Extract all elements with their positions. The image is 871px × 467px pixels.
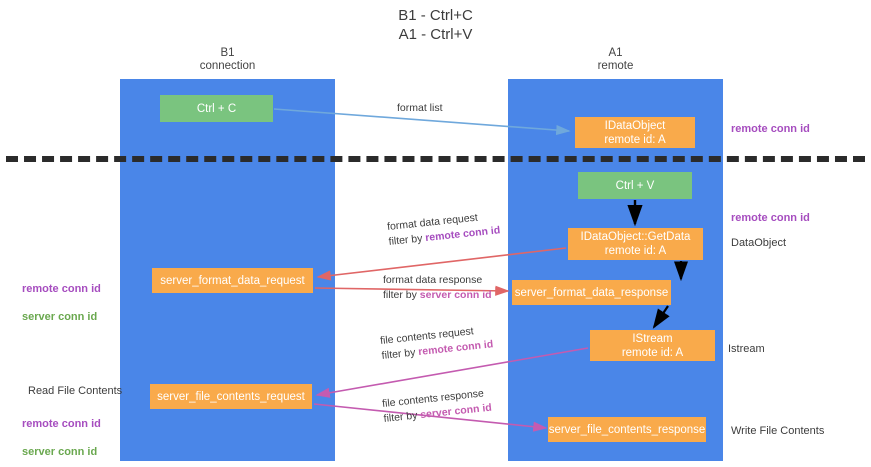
- filter-by-text: filter by: [383, 409, 421, 425]
- edge-label-line-1: format data response: [383, 274, 483, 286]
- node-server-file-contents-request[interactable]: server_file_contents_request: [150, 384, 312, 409]
- annotation-conn-ids-top: remote conn id server conn id: [22, 268, 101, 324]
- node-ctrl-c[interactable]: Ctrl + C: [160, 95, 273, 122]
- node-idataobject-getdata[interactable]: IDataObject::GetData remote id: A: [568, 228, 703, 260]
- node-server-file-contents-response[interactable]: server_file_contents_response: [548, 417, 706, 442]
- annotation-remote-conn-id-mid: remote conn id: [731, 212, 810, 224]
- annotation-remote-conn-id-left-2: remote conn id: [22, 418, 101, 430]
- page-title: B1 - Ctrl+C A1 - Ctrl+V: [398, 7, 473, 43]
- annotation-conn-ids-bottom: remote conn id server conn id: [22, 403, 101, 459]
- node-server-format-data-request[interactable]: server_format_data_request: [152, 268, 313, 293]
- annotation-remote-conn-id-left: remote conn id: [22, 283, 101, 295]
- edge-label-format-list: format list: [397, 102, 443, 114]
- annotation-write-file-contents: Write File Contents: [731, 425, 825, 437]
- annotation-server-conn-id-left: server conn id: [22, 311, 98, 323]
- filter-by-text: filter by: [383, 289, 420, 301]
- node-ctrl-v[interactable]: Ctrl + V: [578, 172, 692, 199]
- annotation-istream: Istream: [728, 343, 765, 355]
- node-istream[interactable]: IStream remote id: A: [590, 330, 715, 361]
- edge-format-data-response: [314, 285, 510, 296]
- edge-format-data-request: [316, 247, 567, 281]
- annotation-read-file-contents: Read File Contents: [28, 385, 123, 397]
- filter-by-text: filter by: [381, 346, 419, 362]
- edge-file-contents-request: [315, 347, 589, 398]
- annotation-server-conn-id-left-2: server conn id: [22, 446, 98, 458]
- edge-label-line-2: filter by server conn id: [383, 288, 492, 303]
- annotation-remote-conn-id-top: remote conn id: [731, 123, 810, 135]
- server-conn-id-text: server conn id: [419, 289, 492, 301]
- section-divider: [6, 156, 865, 162]
- edge-label-format-data-response: format data response filter by server co…: [383, 273, 492, 303]
- edge-format-response-to-istream: [652, 305, 670, 329]
- edge-format-list: [273, 108, 571, 136]
- annotation-dataobject: DataObject: [731, 237, 787, 249]
- node-server-format-data-response[interactable]: server_format_data_response: [512, 280, 671, 305]
- node-idataobject[interactable]: IDataObject remote id: A: [575, 117, 695, 148]
- lane-header-b1: B1 connection: [199, 47, 256, 72]
- edge-file-contents-response: [313, 403, 548, 432]
- lane-header-a1: A1 remote: [597, 47, 634, 72]
- filter-by-text: filter by: [388, 232, 426, 248]
